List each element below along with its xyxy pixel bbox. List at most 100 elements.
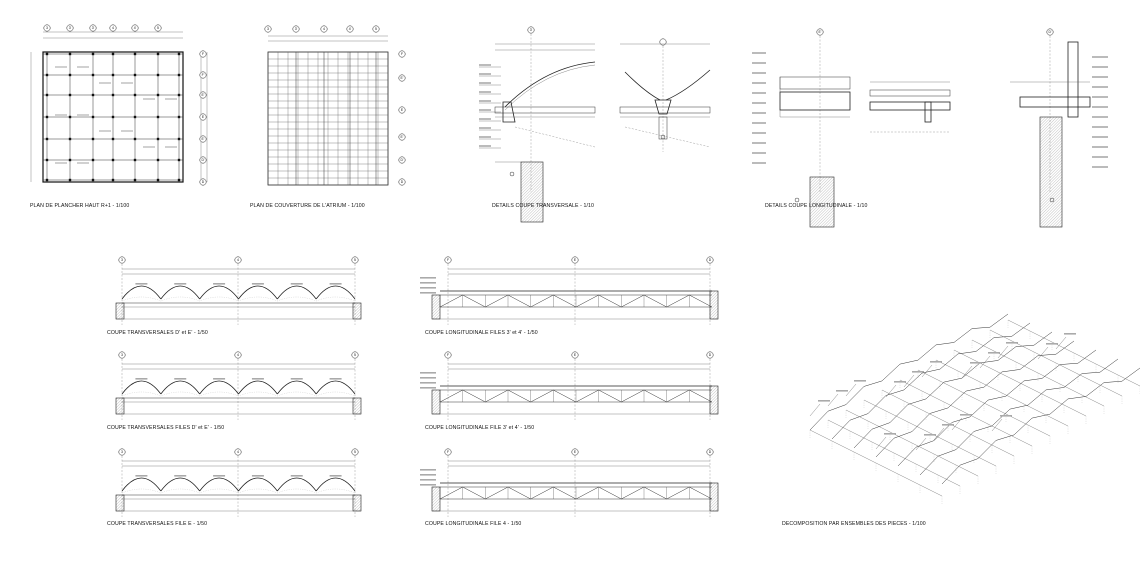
vault-arch (315, 380, 356, 395)
plan-column (177, 73, 181, 77)
caption-plan-plancher: PLAN DE PLANCHER HAUT R+1 - 1/100 (30, 203, 130, 209)
leader-note (1092, 156, 1108, 158)
section-grid-bubble (444, 256, 452, 264)
plan-top-bubbles: 3 3' 3' 4 4' 5 (43, 24, 162, 32)
truss-diagonal (666, 294, 690, 308)
roof-side-label: E' (401, 135, 404, 139)
plan-column (133, 115, 137, 119)
section-grid-label: 5 (354, 450, 356, 454)
plan-column (111, 93, 115, 97)
axo-leader (961, 365, 973, 379)
section-grid-bubble (706, 448, 714, 456)
section-grid-bubble (571, 448, 579, 456)
plan-side-label: D' (201, 158, 204, 162)
leader-note (479, 136, 491, 138)
axo-leader (809, 403, 821, 417)
section-grid-label: F (447, 258, 449, 262)
wall-left (115, 494, 125, 512)
plan-column (111, 115, 115, 119)
vault-note (251, 283, 264, 285)
plan-column (133, 137, 137, 141)
section-grid-label: 5 (354, 258, 356, 262)
vault-arch (121, 477, 162, 492)
plan-column (156, 158, 160, 162)
vault-arch (160, 477, 200, 492)
caption-coupe-long-3: COUPE LONGITUDINALE FILE 4 - 1/50 (425, 521, 522, 527)
roof-grid (267, 51, 389, 186)
section-grid-label: 4 (237, 353, 239, 357)
leader-note (1092, 126, 1108, 128)
truss-diagonal (621, 486, 645, 500)
vault-arch (277, 285, 317, 300)
vault-note (329, 283, 342, 285)
wall-right (352, 302, 362, 320)
section-grid-label: F (447, 450, 449, 454)
vault-tie (199, 296, 239, 302)
plan-top-label: 3' (69, 26, 72, 30)
truss-diagonal (507, 294, 531, 308)
plan-column (177, 93, 181, 97)
section-grid-bubble (118, 448, 126, 456)
plan-grid (30, 52, 183, 182)
truss-diagonal (666, 389, 690, 403)
vault-tie (316, 296, 356, 302)
truss-diagonal (575, 294, 599, 308)
caption-coupe-long-2: COUPE LONGITUDINALE FILE 3' et 4' - 1/50 (425, 425, 535, 431)
vault-tie (277, 296, 317, 302)
axo-rib (809, 313, 1009, 431)
section-grid-label: 4 (237, 258, 239, 262)
leader-note (479, 91, 491, 93)
section-grid-bubble (118, 256, 126, 264)
plan-couverture-drawing (267, 35, 389, 186)
level-note (420, 292, 436, 294)
detail-long-leaders (752, 52, 1108, 168)
section-grid-label: D (709, 258, 712, 262)
truss-diagonal (462, 389, 486, 403)
vault-arch (160, 380, 200, 395)
details-longitudinale-panel: E' D' (750, 22, 1115, 228)
level-note (420, 282, 436, 284)
section-grid-label: E (574, 353, 577, 357)
truss-diagonal (439, 294, 463, 308)
truss-diagonal (553, 486, 577, 500)
vault-tie (160, 391, 200, 397)
axo-leader (915, 437, 927, 451)
plan-column (45, 178, 49, 182)
caption-plan-couverture: PLAN DE COUVERTURE DE L'ATRIUM - 1/100 (250, 203, 365, 209)
axo-leader (921, 364, 933, 378)
wall-right (709, 290, 719, 320)
caption-decomposition: DECOMPOSITION PAR ENSEMBLES DES PIECES -… (782, 521, 926, 527)
leader-note (752, 152, 766, 154)
details-transversale-drawing: 3' (479, 26, 711, 223)
axo-note (1046, 343, 1058, 345)
detail-long-label: E' (819, 30, 822, 34)
plan-top-label: 3' (92, 26, 95, 30)
section-grid-bubble (234, 351, 242, 359)
plan-column (177, 137, 181, 141)
vault-note (213, 283, 226, 285)
plan-column (91, 137, 95, 141)
section-grid-bubble (351, 256, 359, 264)
detail-trans-label: 3' (530, 28, 533, 32)
truss-diagonal (553, 389, 577, 403)
leader-note (752, 112, 766, 114)
truss-diagonal (530, 294, 554, 308)
axo-note (1000, 415, 1012, 417)
truss-diagonal (507, 389, 531, 403)
axo-leader (1037, 346, 1049, 360)
plan-side-bubbles: F F' E' E E' D' D (199, 50, 207, 186)
plan-column (133, 73, 137, 77)
roof-side-label: D' (400, 158, 403, 162)
caption-coupe-trans-3: COUPE TRANSVERSALES FILE E - 1/50 (107, 521, 208, 527)
axo-note (836, 390, 848, 392)
vault-tie (160, 488, 200, 494)
plan-column (133, 93, 137, 97)
vault-tie (121, 296, 161, 302)
plan-column (177, 158, 181, 162)
leader-note (752, 52, 766, 54)
caption-coupe-long-1: COUPE LONGITUDINALE FILES 3' et 4' - 1/5… (425, 330, 538, 336)
truss-diagonal (689, 389, 713, 403)
